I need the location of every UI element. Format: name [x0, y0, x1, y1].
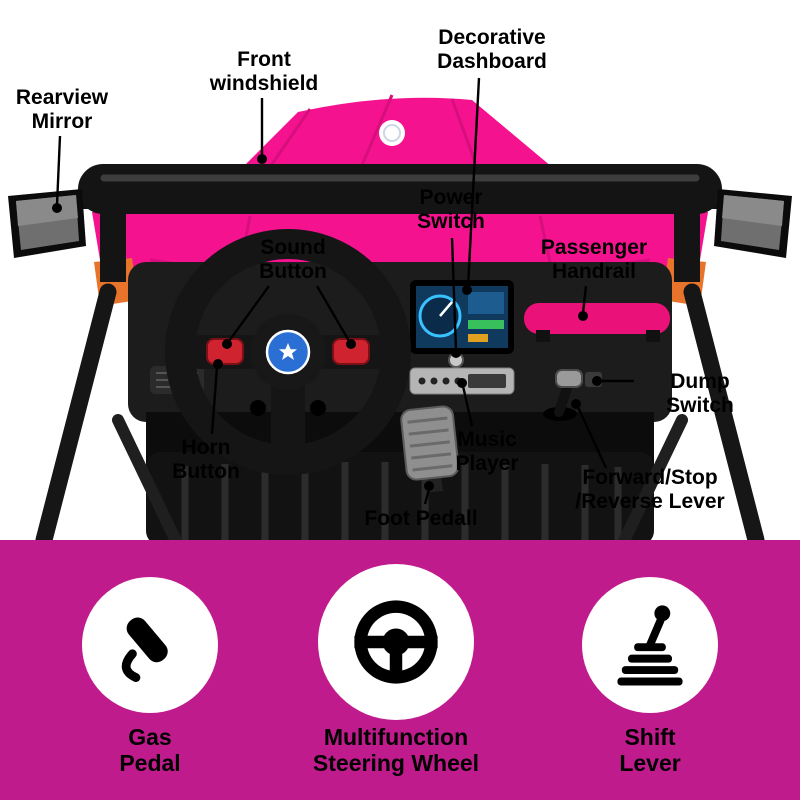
callout-power-switch: Power Switch	[417, 186, 485, 233]
foot-pedal-part	[400, 405, 460, 493]
callout-sound-button: Sound Button	[259, 236, 327, 283]
right-rearview-mirror	[714, 189, 792, 258]
steering-wheel-icon	[354, 600, 438, 684]
left-rearview-mirror	[8, 189, 86, 258]
music-player-panel	[409, 367, 515, 395]
feature-circle-steering-wheel	[318, 564, 474, 720]
callout-forward-stop-reverse: Forward/Stop /Reverse Lever	[575, 466, 725, 513]
callout-music-player: Music Player	[455, 428, 519, 475]
feature-circle-shift-lever	[582, 577, 718, 713]
car-illustration	[8, 94, 792, 545]
passenger-handrail-part	[524, 303, 670, 342]
callout-front-windshield: Front windshield	[209, 48, 319, 95]
callout-decorative-dashboard: Decorative Dashboard	[437, 26, 547, 73]
callout-rearview-mirror: Rearview Mirror	[15, 86, 109, 133]
shift-lever-part	[543, 369, 583, 421]
feature-label-steering-wheel: Multifunction Steering Wheel	[312, 724, 480, 777]
feature-circle-gas-pedal	[82, 577, 218, 713]
feature-label-shift-lever: Shift Lever	[619, 724, 681, 777]
shift-lever-icon	[617, 605, 683, 686]
callout-foot-pedal: Foot Pedall	[364, 507, 478, 530]
sound-button-right	[332, 338, 370, 365]
hood-logo	[379, 120, 405, 146]
hood	[238, 94, 558, 172]
sound-button-left	[206, 338, 244, 365]
callout-passenger-handrail: Passenger Handrail	[540, 236, 648, 283]
feature-band: Gas Pedal Multifunction Steering Wheel S…	[0, 540, 800, 800]
feature-label-gas-pedal: Gas Pedal	[119, 724, 181, 777]
callout-horn-button: Horn Button	[172, 436, 240, 483]
dump-switch-part	[585, 372, 602, 387]
power-switch-knob	[448, 352, 464, 368]
roll-bar	[52, 164, 748, 282]
dashboard-screen	[410, 280, 514, 354]
seat	[146, 452, 654, 545]
callout-dump-switch: Dump Switch	[666, 370, 734, 417]
right-frame-tube	[616, 283, 765, 545]
gas-pedal-icon	[121, 617, 168, 682]
left-frame-tube	[35, 283, 184, 545]
